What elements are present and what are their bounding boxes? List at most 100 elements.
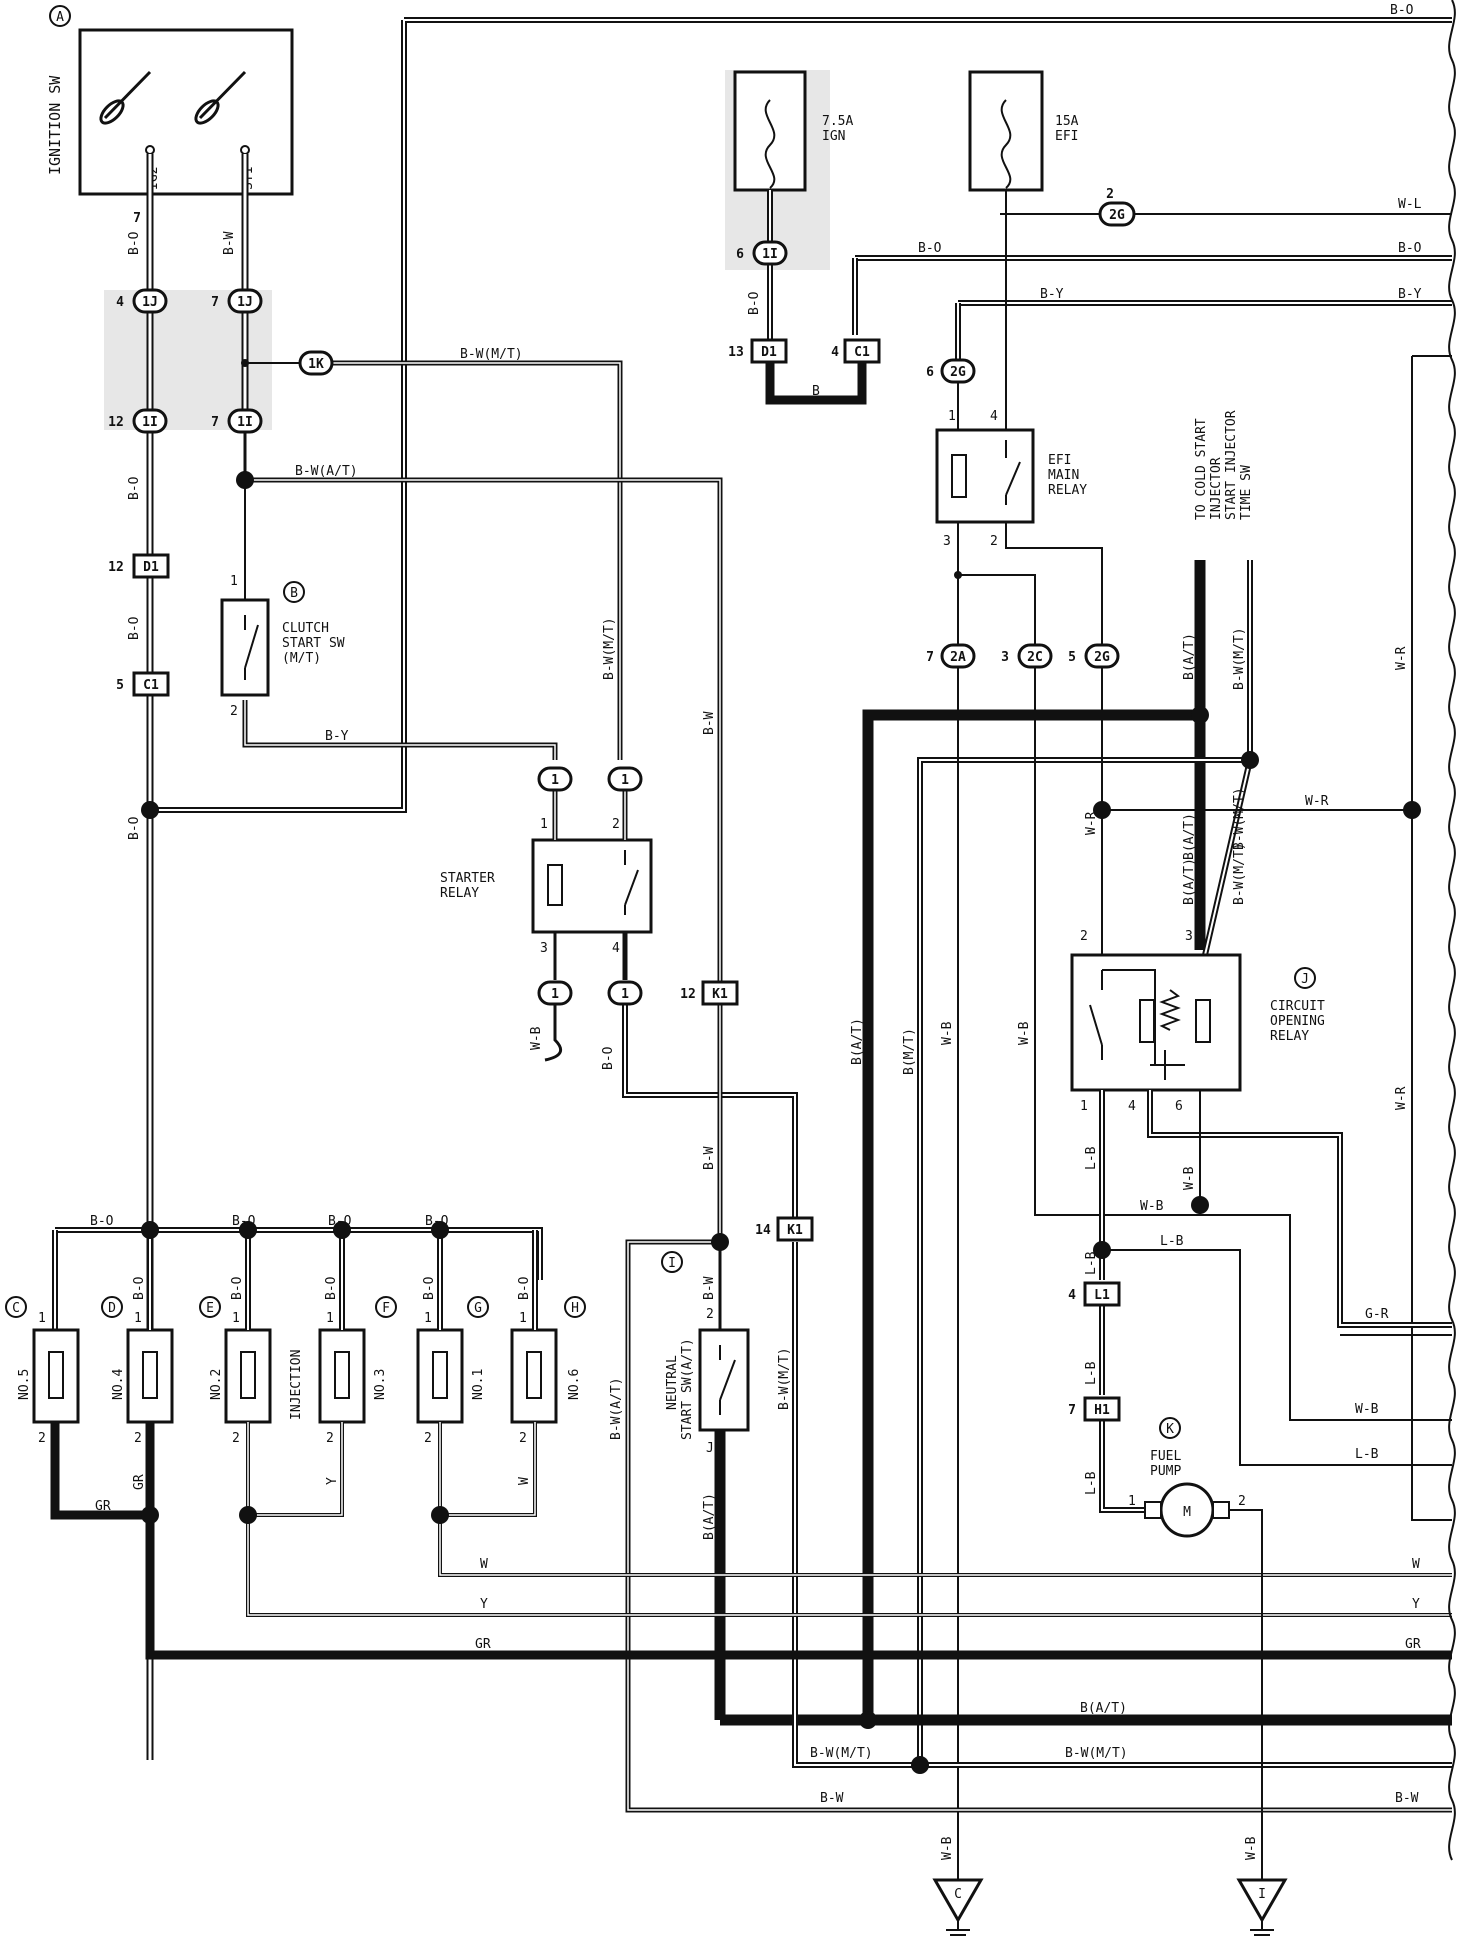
svg-text:2G: 2G bbox=[1109, 208, 1125, 223]
svg-text:L-B: L-B bbox=[1084, 1251, 1099, 1275]
svg-text:B-O: B-O bbox=[1390, 3, 1414, 18]
ground-i: I bbox=[1236, 1878, 1288, 1936]
svg-text:3: 3 bbox=[1185, 929, 1193, 944]
svg-text:1: 1 bbox=[232, 1311, 240, 1326]
svg-text:INJECTOR: INJECTOR bbox=[1209, 457, 1224, 520]
svg-text:B-W(M/T): B-W(M/T) bbox=[777, 1347, 792, 1410]
svg-text:START SW: START SW bbox=[282, 636, 345, 651]
svg-text:H1: H1 bbox=[1094, 1403, 1110, 1418]
svg-text:RELAY: RELAY bbox=[440, 886, 479, 901]
svg-text:2: 2 bbox=[519, 1431, 527, 1446]
bus-wires bbox=[150, 17, 1452, 1521]
svg-text:4: 4 bbox=[612, 941, 620, 956]
svg-text:1: 1 bbox=[134, 1311, 142, 1326]
ignition-switch-letter-circle bbox=[49, 5, 71, 27]
neutral-wire-labels: B-W B-W B-W B(A/T) B-W(M/T) B-W(A/T) B(A… bbox=[609, 711, 1419, 1806]
svg-text:B-W: B-W bbox=[820, 1791, 844, 1806]
svg-text:START SW(A/T): START SW(A/T) bbox=[680, 1338, 695, 1440]
svg-text:B(A/T): B(A/T) bbox=[1182, 858, 1197, 905]
fuse-connectors: 1I 6 D1 13 C1 4 2G 2 2G 6 bbox=[728, 187, 1136, 384]
ignition-switch-box bbox=[78, 28, 294, 196]
svg-text:NO.6: NO.6 bbox=[567, 1369, 582, 1400]
svg-text:B-W(M/T): B-W(M/T) bbox=[1232, 627, 1247, 690]
svg-text:Y: Y bbox=[1412, 1597, 1420, 1612]
svg-text:B(A/T): B(A/T) bbox=[850, 1018, 865, 1065]
efi-main-relay: EFI MAIN RELAY 1 4 3 2 bbox=[935, 409, 1087, 549]
svg-text:4: 4 bbox=[990, 409, 998, 424]
svg-text:W-B: W-B bbox=[1140, 1199, 1164, 1214]
svg-text:7: 7 bbox=[211, 415, 219, 430]
injector-bus bbox=[52, 1227, 543, 1330]
starter-connectors: 1 1 1 1 bbox=[537, 766, 643, 1006]
svg-text:W-B: W-B bbox=[940, 1021, 955, 1045]
svg-text:7.5A: 7.5A bbox=[822, 114, 853, 129]
svg-text:B: B bbox=[812, 384, 820, 399]
ground-c: C bbox=[932, 1878, 984, 1936]
svg-text:Y: Y bbox=[480, 1597, 488, 1612]
svg-text:B-O: B-O bbox=[1398, 241, 1422, 256]
svg-text:3: 3 bbox=[1001, 650, 1009, 665]
svg-text:G: G bbox=[474, 1301, 482, 1316]
svg-text:3: 3 bbox=[943, 534, 951, 549]
cold-start-label: TO COLD START INJECTOR START INJECTOR TI… bbox=[1194, 410, 1254, 520]
svg-text:B-W(A/T): B-W(A/T) bbox=[295, 464, 358, 479]
neutral-wires bbox=[625, 960, 1452, 1813]
svg-text:1: 1 bbox=[326, 1311, 334, 1326]
svg-text:PUMP: PUMP bbox=[1150, 1464, 1181, 1479]
svg-text:B-O: B-O bbox=[90, 1214, 114, 1229]
svg-text:2: 2 bbox=[38, 1431, 46, 1446]
svg-text:GR: GR bbox=[95, 1499, 111, 1514]
svg-text:B(A/T): B(A/T) bbox=[1182, 813, 1197, 860]
svg-text:RELAY: RELAY bbox=[1270, 1029, 1309, 1044]
svg-text:7: 7 bbox=[211, 295, 219, 310]
k1-connectors: K1 12 K1 14 bbox=[680, 980, 814, 1242]
left-connectors: 1J 4 7 1J 7 1K 1I 12 1I 7 D1 12 C1 5 bbox=[108, 211, 334, 697]
svg-text:W-R: W-R bbox=[1305, 794, 1329, 809]
svg-text:B-Y: B-Y bbox=[1040, 287, 1064, 302]
svg-text:B: B bbox=[290, 586, 298, 601]
svg-text:E: E bbox=[206, 1301, 214, 1316]
svg-text:C1: C1 bbox=[854, 345, 870, 360]
svg-text:4: 4 bbox=[1128, 1099, 1136, 1114]
svg-text:B-O: B-O bbox=[127, 476, 142, 500]
svg-text:RELAY: RELAY bbox=[1048, 483, 1087, 498]
svg-text:B-O: B-O bbox=[132, 1276, 147, 1300]
svg-text:B-O: B-O bbox=[127, 616, 142, 640]
svg-text:B-W: B-W bbox=[1395, 1791, 1419, 1806]
fuse-ign: 7.5A IGN bbox=[733, 70, 853, 192]
svg-text:W-R: W-R bbox=[1394, 646, 1409, 670]
injection-label: INJECTION bbox=[289, 1350, 304, 1420]
injectors: C NO.5 D NO.4 E NO.2 F NO.3 bbox=[5, 1296, 586, 1424]
svg-text:12: 12 bbox=[108, 415, 124, 430]
clutch-start-switch: B CLUTCH START SW (M/T) bbox=[220, 581, 345, 697]
injector-junction-dots bbox=[141, 1221, 449, 1524]
svg-text:13: 13 bbox=[728, 345, 744, 360]
svg-text:B-O: B-O bbox=[422, 1276, 437, 1300]
svg-text:NEUTRAL: NEUTRAL bbox=[665, 1355, 680, 1410]
svg-text:W-R: W-R bbox=[1394, 1086, 1409, 1110]
svg-text:B(A/T): B(A/T) bbox=[702, 1493, 717, 1540]
svg-text:GR: GR bbox=[132, 1474, 147, 1490]
injector-no2: E NO.2 bbox=[199, 1296, 272, 1424]
svg-text:MAIN: MAIN bbox=[1048, 468, 1079, 483]
svg-text:B-W: B-W bbox=[702, 1146, 717, 1170]
svg-text:2G: 2G bbox=[1094, 650, 1110, 665]
svg-text:2: 2 bbox=[1238, 1494, 1246, 1509]
svg-text:2: 2 bbox=[230, 704, 238, 719]
svg-text:1: 1 bbox=[540, 817, 548, 832]
svg-text:C: C bbox=[12, 1301, 20, 1316]
svg-text:D1: D1 bbox=[761, 345, 777, 360]
svg-text:12: 12 bbox=[108, 560, 124, 575]
fuel-junction-dots bbox=[1093, 1196, 1209, 1259]
starter-wire-labels: B-W(M/T) W-B B-O bbox=[529, 617, 617, 1070]
svg-text:B-W: B-W bbox=[222, 231, 237, 255]
ignition-switch-letter: A bbox=[56, 10, 64, 25]
svg-text:4: 4 bbox=[831, 345, 839, 360]
efi-relay-wires bbox=[957, 522, 1103, 645]
svg-text:NO.3: NO.3 bbox=[373, 1369, 388, 1400]
svg-text:W-B: W-B bbox=[529, 1026, 544, 1050]
svg-text:5: 5 bbox=[1068, 650, 1076, 665]
svg-text:1: 1 bbox=[519, 1311, 527, 1326]
svg-text:L1: L1 bbox=[1094, 1288, 1110, 1303]
